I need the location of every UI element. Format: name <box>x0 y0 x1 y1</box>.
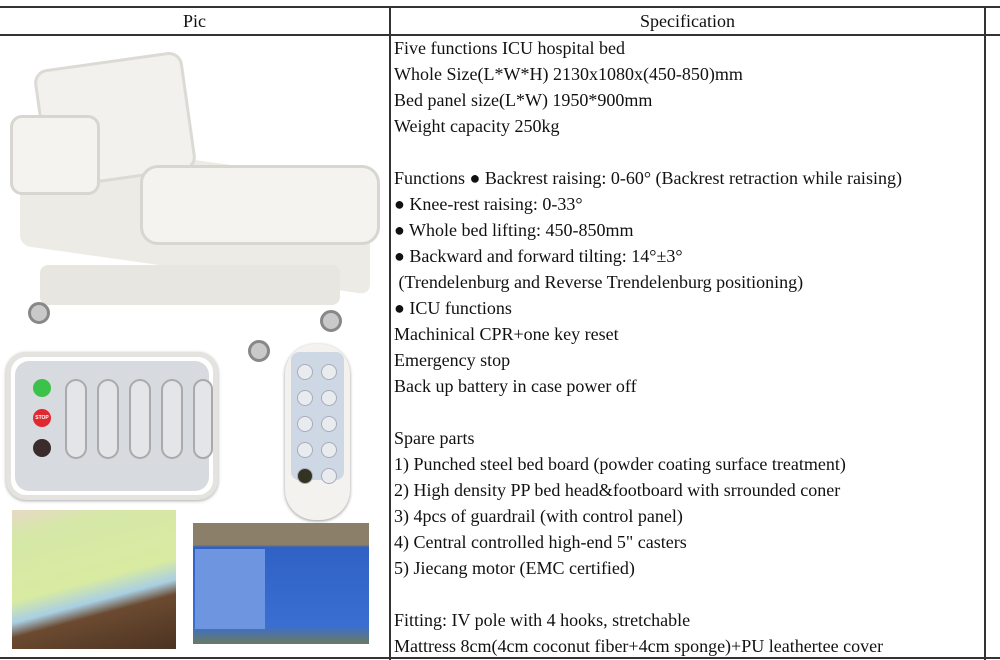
mattress-cover-image <box>193 523 369 644</box>
spec-line: ● Knee-rest raising: 0-33° <box>394 194 583 214</box>
spec-line: 5) Jiecang motor (EMC certified) <box>394 558 635 578</box>
spec-line: Back up battery in case power off <box>394 376 637 396</box>
spec-line: 1) Punched steel bed board (powder coati… <box>394 454 846 474</box>
spec-line: Machinical CPR+one key reset <box>394 324 619 344</box>
spec-line: Spare parts <box>394 428 475 448</box>
cpr-icon <box>33 439 51 457</box>
column-divider <box>389 6 391 660</box>
hand-remote-image <box>285 344 350 520</box>
spec-line <box>394 139 984 165</box>
spec-line: ● ICU functions <box>394 298 512 318</box>
spec-line: 3) 4pcs of guardrail (with control panel… <box>394 506 683 526</box>
right-border <box>984 6 986 660</box>
power-icon <box>33 379 51 397</box>
header-specification: Specification <box>640 11 735 31</box>
spec-line: Whole Size(L*W*H) 2130x1080x(450-850)mm <box>394 64 743 84</box>
table-bottom-border <box>0 657 1000 659</box>
mattress-foam-image <box>12 510 176 649</box>
spec-line: Mattress 8cm(4cm coconut fiber+4cm spong… <box>394 636 884 656</box>
spec-line: ● Whole bed lifting: 450-850mm <box>394 220 634 240</box>
stop-icon: STOP <box>33 409 51 427</box>
spec-line: Weight capacity 250kg <box>394 116 560 136</box>
spec-line: 2) High density PP bed head&footboard wi… <box>394 480 841 500</box>
spec-line <box>394 581 984 607</box>
spec-line: Bed panel size(L*W) 1950*900mm <box>394 90 653 110</box>
spec-line: Emergency stop <box>394 350 511 370</box>
header-pic: Pic <box>182 11 206 31</box>
spec-line: Fitting: IV pole with 4 hooks, stretchab… <box>394 610 691 630</box>
spec-line: 4) Central controlled high-end 5" caster… <box>394 532 687 552</box>
spec-line <box>394 399 984 425</box>
table-top-border <box>0 6 1000 8</box>
spec-line: Five functions ICU hospital bed <box>394 38 625 58</box>
spec-line: (Trendelenburg and Reverse Trendelenburg… <box>394 272 804 292</box>
spec-line: ● Backward and forward tilting: 14°±3° <box>394 246 683 266</box>
header-bottom-border <box>0 34 1000 36</box>
control-panel-image: STOP <box>6 352 218 500</box>
spec-line: Functions ● Backrest raising: 0-60° (Bac… <box>394 168 902 188</box>
